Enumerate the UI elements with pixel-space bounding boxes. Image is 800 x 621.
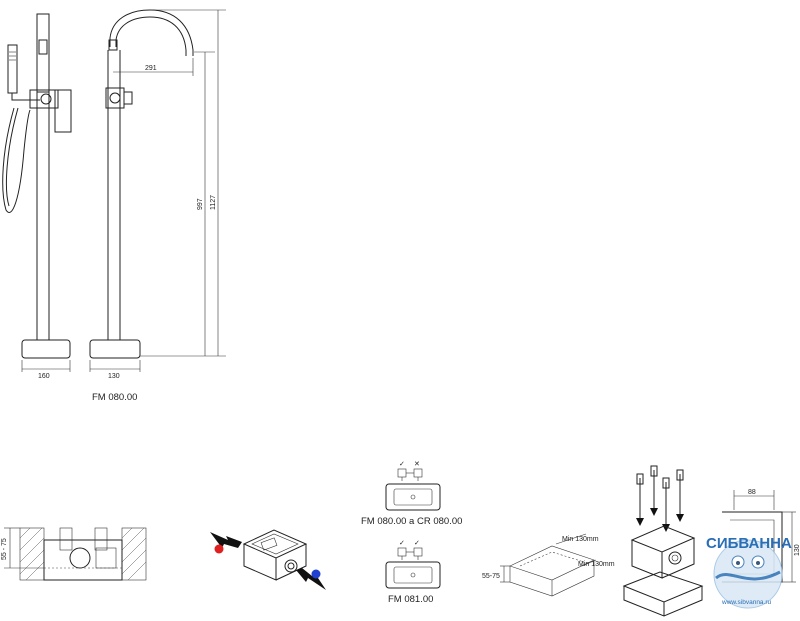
profile-width-dim: 88 [748, 489, 756, 496]
watermark-brand: СИБВАННА [706, 535, 792, 552]
watermark-site: www.sibvanna.ru [721, 599, 772, 606]
front-base-dim: 130 [108, 373, 120, 380]
tile-option-1: ✓ ✕ FM 080.00 a CR 080.00 [361, 461, 462, 527]
check-mark: ✓ [399, 461, 405, 468]
recess-min-depth: Min 130mm [578, 561, 615, 568]
cross-mark: ✕ [414, 461, 420, 468]
side-width-dim: 160 [38, 373, 50, 380]
profile-height-dim: 130 [794, 544, 800, 556]
cold-water-dot [311, 569, 321, 579]
floor-box-section [4, 527, 147, 581]
watermark-logo [713, 539, 783, 609]
tile-caption-1: FM 080.00 a CR 080.00 [361, 516, 462, 527]
connection-diagram [210, 529, 326, 590]
tile-option-2: ✓ ✓ FM 081.00 [385, 540, 441, 605]
recess-min-width: Min 130mm [562, 536, 599, 543]
tile-caption-2: FM 081.00 [388, 594, 433, 605]
height-inner-dim: 997 [197, 198, 204, 210]
recess-depth-dim: 55-75 [482, 573, 500, 580]
side-view-drawing [2, 13, 72, 372]
hot-water-dot [214, 544, 224, 554]
recess-diagram [500, 533, 597, 597]
spout-reach-dim: 291 [145, 65, 157, 72]
front-view-drawing [89, 9, 226, 372]
check-mark: ✓ [399, 540, 405, 547]
check-mark: ✓ [414, 540, 420, 547]
model-caption: FM 080.00 [92, 392, 137, 403]
mounting-diagram [622, 465, 704, 617]
height-total-dim: 1127 [210, 195, 217, 210]
floor-box-depth-dim: 55 - 75 [1, 538, 8, 560]
